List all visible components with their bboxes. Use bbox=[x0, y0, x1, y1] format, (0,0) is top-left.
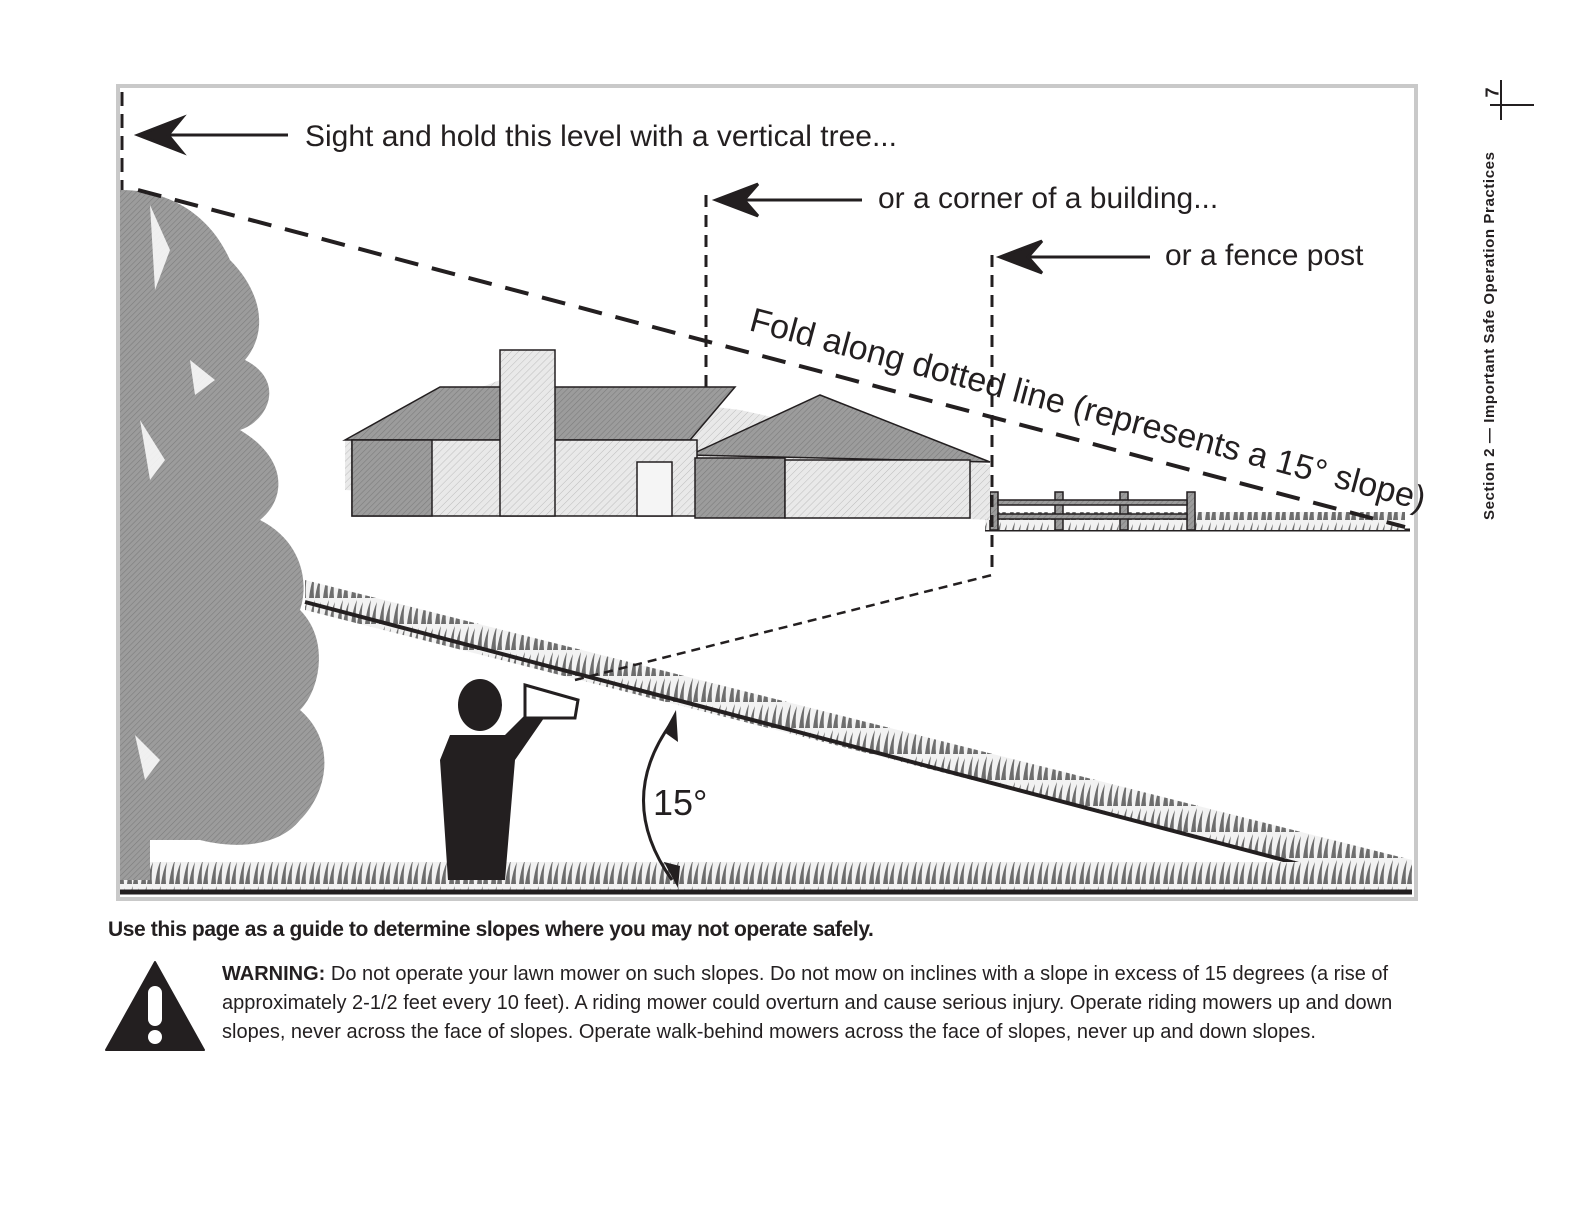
warning-triangle-icon bbox=[104, 960, 206, 1052]
section-title: Section 2 — Important Safe Operation Pra… bbox=[1475, 70, 1505, 520]
warning-label: WARNING: bbox=[222, 963, 325, 985]
warning-block: WARNING: Do not operate your lawn mower … bbox=[104, 958, 1434, 1088]
label-building: or a corner of a building... bbox=[878, 182, 1218, 215]
label-tree: Sight and hold this level with a vertica… bbox=[305, 120, 897, 153]
figure-caption: Use this page as a guide to determine sl… bbox=[108, 918, 874, 942]
warning-body: Do not operate your lawn mower on such s… bbox=[222, 963, 1392, 1043]
label-fence: or a fence post bbox=[1165, 239, 1364, 272]
angle-label: 15° bbox=[653, 782, 707, 823]
warning-text: WARNING: Do not operate your lawn mower … bbox=[222, 960, 1422, 1047]
